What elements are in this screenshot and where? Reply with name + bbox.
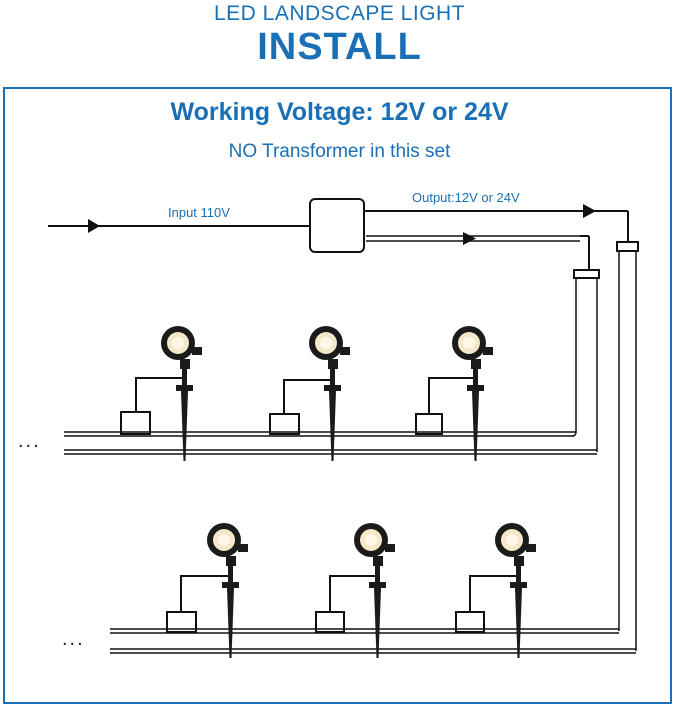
row2-bus [110, 628, 636, 654]
row2-feed-cable [616, 241, 639, 651]
transformer-note: NO Transformer in this set [228, 141, 451, 162]
voltage-heading: Working Voltage: 12V or 24V [170, 98, 509, 126]
row1-lamp-2 [269, 326, 350, 461]
output-line-lower [366, 232, 590, 272]
row2-continuation: ... [62, 628, 85, 650]
header-title: INSTALL [257, 26, 422, 68]
row2-lamp-1 [166, 523, 248, 658]
input-label: Input 110V [168, 205, 230, 220]
row2-lamp-3 [455, 523, 536, 658]
input-line [48, 219, 309, 233]
row1-lamp-3 [415, 326, 493, 461]
row1-feed-cable [571, 269, 600, 452]
row1-lamp-1 [120, 326, 202, 461]
row1-continuation: ... [18, 430, 41, 452]
driver-box [309, 198, 365, 253]
output-line-upper [364, 204, 629, 242]
output-label: Output:12V or 24V [412, 190, 520, 205]
diagram-frame [3, 87, 672, 704]
row1-bus [64, 431, 597, 455]
header-subtitle: LED LANDSCAPE LIGHT [213, 2, 466, 25]
row2-lamp-2 [315, 523, 395, 658]
